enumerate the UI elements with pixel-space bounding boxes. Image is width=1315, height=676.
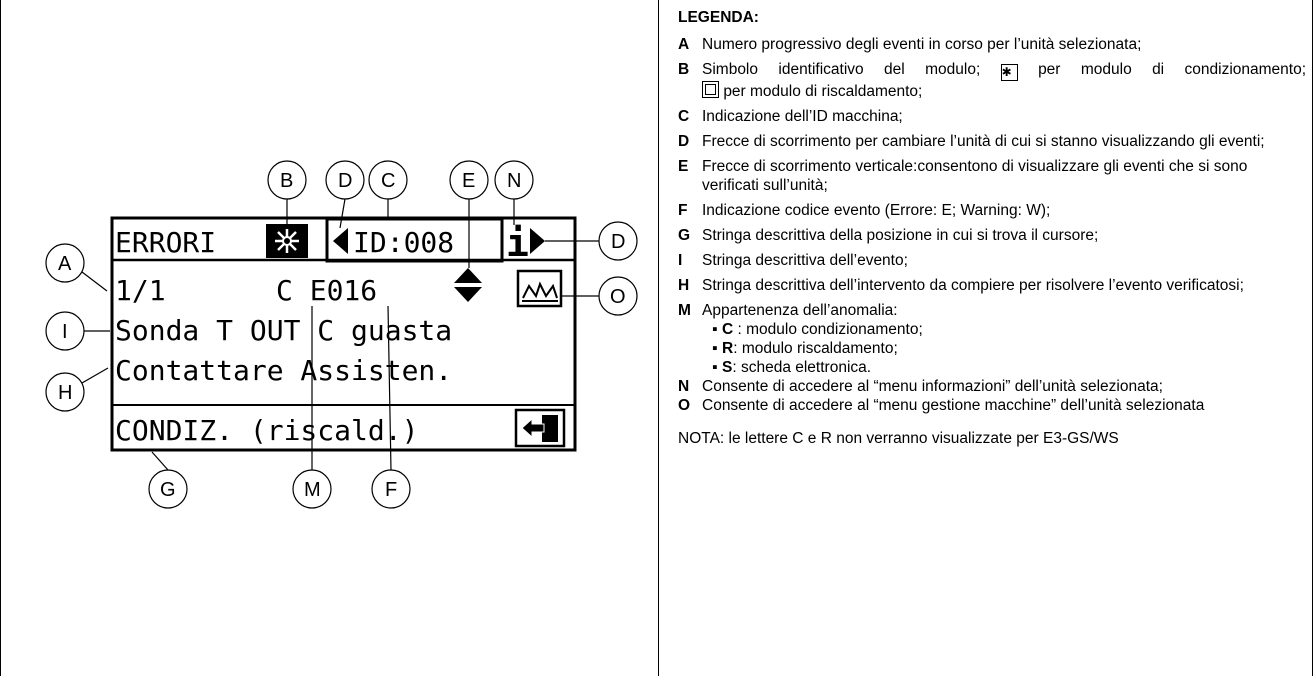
legend-key: F [678, 202, 688, 219]
callout-g: G [160, 479, 176, 501]
legend-entry-a: A Numero progressivo degli eventi in cor… [678, 35, 1306, 54]
legend-text: Indicazione dell’ID macchina; [702, 108, 903, 125]
legend-entry-f: F Indicazione codice evento (Errore: E; … [678, 201, 1306, 220]
column-divider [658, 0, 659, 676]
scroll-left-arrow-icon[interactable] [333, 228, 348, 254]
list-item: ▪R: modulo riscaldamento; [712, 340, 898, 357]
callout-m: M [304, 479, 321, 501]
legend-key: E [678, 158, 689, 175]
legend-entry-i: I Stringa descrittiva dell’evento; [678, 251, 1306, 270]
callout-f: F [385, 479, 397, 501]
callout-c: C [381, 170, 395, 192]
legend-key: M [678, 302, 691, 319]
legend-key: O [678, 397, 691, 414]
event-counter: 1/1 [115, 274, 166, 307]
legend-entry-c: C Indicazione dell’ID macchina; [678, 107, 1306, 126]
callout-a: A [58, 253, 72, 275]
legend-entry-d: D Frecce di scorrimento per cambiare l’u… [678, 132, 1306, 151]
scroll-right-arrow-icon[interactable] [530, 228, 545, 254]
legend-entry-b: B Simbolo identificativo del modulo; ✱ p… [678, 60, 1306, 101]
action-description: Contattare Assisten. [115, 354, 452, 387]
cooling-module-mini-icon: ✱ [1000, 64, 1018, 81]
legend-key: D [678, 133, 690, 150]
legend-text: Appartenenza dell’anomalia: [702, 302, 898, 319]
machine-management-icon[interactable] [516, 269, 563, 308]
callout-i: I [62, 321, 68, 343]
legend-key: H [678, 277, 690, 294]
legend-text: Consente di accedere al “menu gestione m… [702, 397, 1205, 414]
event-code: C E016 [276, 274, 377, 307]
legend-key: N [678, 378, 690, 395]
list-item: ▪S: scheda elettronica. [712, 359, 872, 376]
legend-text: per modulo di condizionamento; [1038, 61, 1307, 78]
legend-key: B [678, 61, 690, 78]
legend-text: per modulo di riscaldamento; [723, 83, 923, 100]
legend-title: LEGENDA: [678, 9, 759, 26]
legend-text: Stringa descrittiva della posizione in c… [702, 227, 1099, 244]
info-icon[interactable]: i [506, 221, 529, 265]
legend-text: Consente di accedere al “menu informazio… [702, 378, 1163, 395]
cooling-module-icon [266, 224, 308, 258]
legend-key: I [678, 252, 683, 269]
cursor-position: CONDIZ. (riscald.) [115, 414, 418, 447]
legend-key: C [678, 108, 690, 125]
legend-key: A [678, 36, 690, 53]
heating-module-mini-icon [702, 81, 719, 98]
legend-entry-h: H Stringa descrittiva dell’intervento da… [678, 276, 1306, 295]
legend-text: Stringa descrittiva dell’evento; [702, 252, 908, 269]
legend: LEGENDA: A Numero progressivo degli even… [678, 8, 1306, 448]
callout-o: O [610, 286, 626, 308]
legend-key: G [678, 227, 691, 244]
callout-d-right: D [611, 231, 625, 253]
callout-n: N [507, 170, 521, 192]
legend-text: Frecce di scorrimento per cambiare l’uni… [702, 133, 1265, 150]
event-description: Sonda T OUT C guasta [115, 314, 452, 347]
callout-e: E [462, 170, 475, 192]
vertical-scroll-arrows-icon[interactable] [454, 268, 482, 302]
callout-h: H [58, 382, 72, 404]
legend-text: Stringa descrittiva dell’intervento da c… [702, 277, 1244, 294]
legend-text: Frecce di scorrimento verticale:consento… [702, 158, 1248, 194]
callout-d-top: D [338, 170, 352, 192]
unit-id-box [325, 217, 504, 263]
legend-entry-o: O Consente di accedere al “menu gestione… [678, 396, 1306, 415]
anomaly-owner-list: ▪C : modulo condizionamento; ▪R: modulo … [712, 320, 1306, 377]
lcd-diagram: ERRORI ID:008 i 1/1 C E016 Sonda T OUT C… [45, 160, 638, 509]
list-item: ▪C : modulo condizionamento; [712, 321, 923, 338]
legend-entry-m: M Appartenenza dell’anomalia: ▪C : modul… [678, 301, 1306, 377]
lcd-title: ERRORI [115, 226, 216, 259]
legend-entry-g: G Stringa descrittiva della posizione in… [678, 226, 1306, 245]
legend-note: NOTA: le lettere C e R non verranno visu… [678, 430, 1119, 447]
legend-entry-n: N Consente di accedere al “menu informaz… [678, 377, 1306, 396]
exit-icon[interactable] [514, 408, 566, 448]
legend-text: Numero progressivo degli eventi in corso… [702, 36, 1142, 53]
unit-id: ID:008 [353, 226, 454, 259]
legend-entry-e: E Frecce di scorrimento verticale:consen… [678, 157, 1306, 195]
legend-text: Simbolo identificativo del modulo; [702, 61, 981, 78]
legend-text: Indicazione codice evento (Errore: E; Wa… [702, 202, 1051, 219]
callout-b: B [280, 170, 293, 192]
